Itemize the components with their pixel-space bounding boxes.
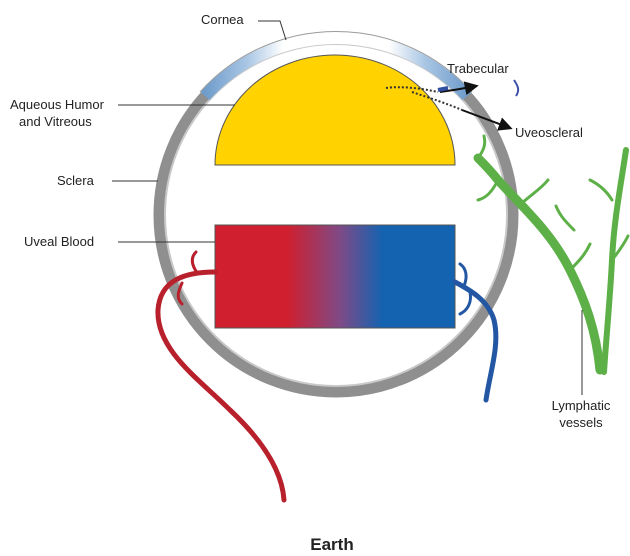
aqueous-label-line2: and Vitreous (19, 114, 92, 129)
schlemm-canal-segment (438, 88, 448, 90)
episcleral-vein-stub (514, 80, 518, 96)
aqueous-vitreous-compartment (215, 55, 455, 165)
lymphatic-label-line2: vessels (559, 415, 603, 430)
cornea-leader (258, 21, 286, 40)
cornea-label: Cornea (201, 12, 244, 27)
uveal-blood-label: Uveal Blood (24, 234, 94, 249)
artery-branch-upper (192, 252, 198, 274)
uveal-blood-compartment (215, 225, 455, 328)
aqueous-label-line1: Aqueous Humor (10, 97, 105, 112)
uveoscleral-label: Uveoscleral (515, 125, 583, 140)
sclera-label: Sclera (57, 173, 95, 188)
vein-branch-lower (460, 292, 471, 314)
trabecular-label: Trabecular (447, 61, 509, 76)
diagram-title: Earth (310, 535, 353, 554)
lymphatic-label-line1: Lymphatic (552, 398, 611, 413)
